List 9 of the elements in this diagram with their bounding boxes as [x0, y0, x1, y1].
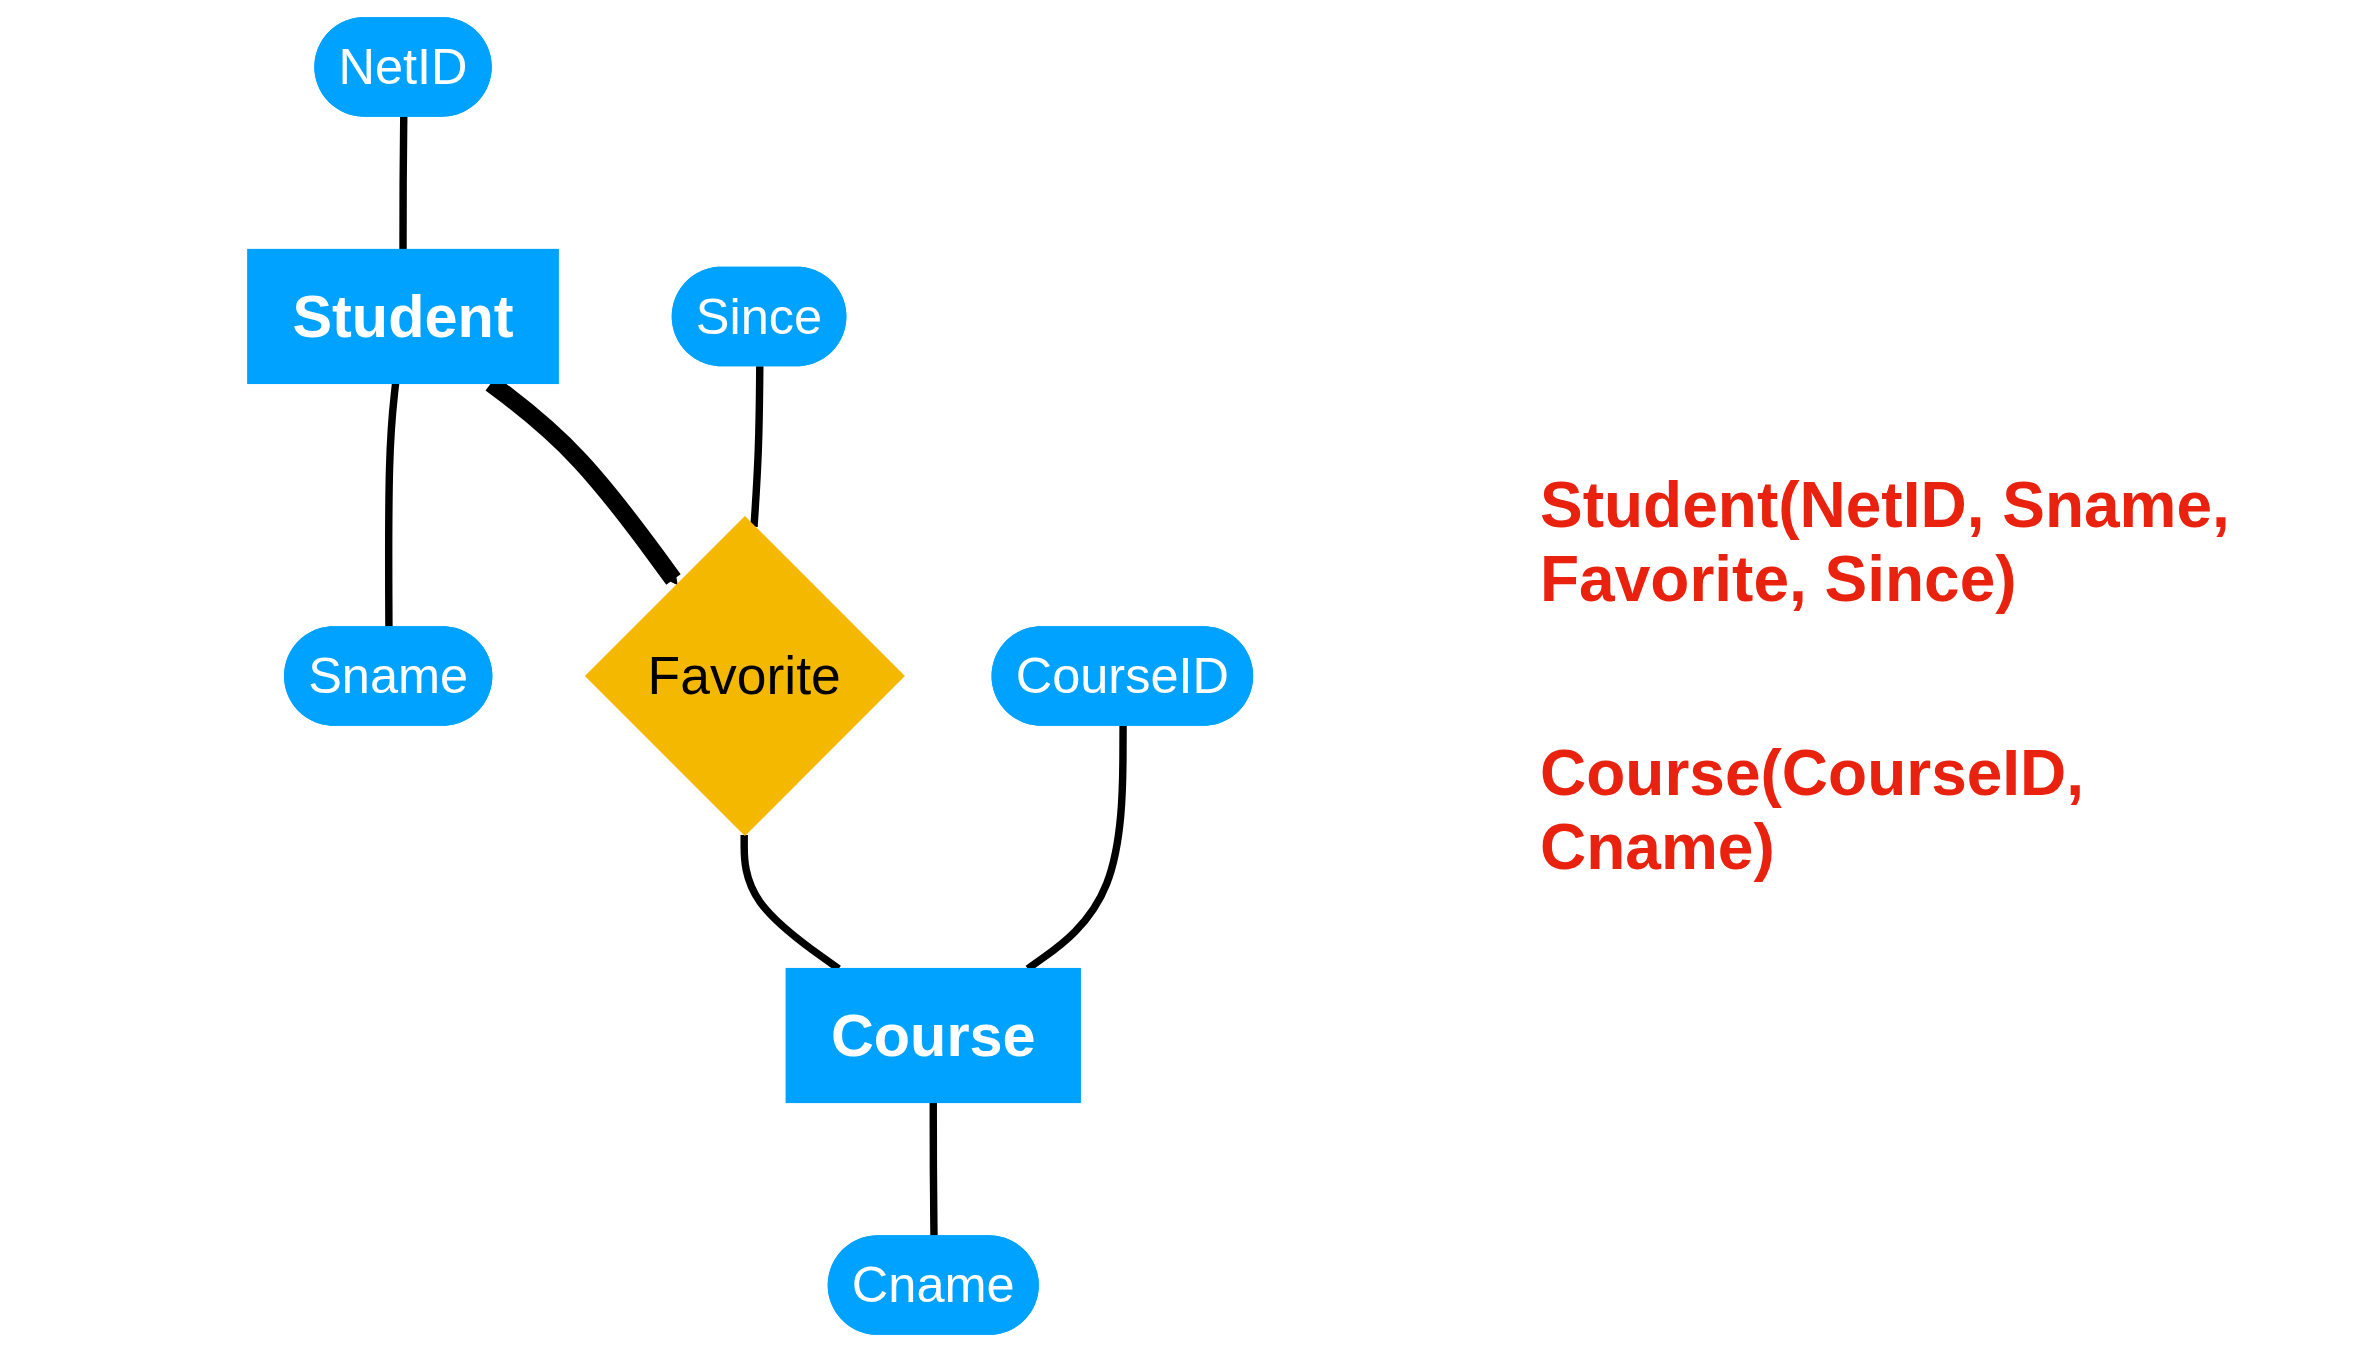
connector [384, 382, 400, 628]
connector [750, 366, 764, 528]
connector [929, 1102, 938, 1237]
node-box: Student [247, 248, 559, 385]
relation-schema-note: Course(CourseID, Cname) [1540, 736, 2086, 884]
node-diamond: Favorite [584, 515, 905, 837]
relation-schema-note: Student(NetID, Sname, Favorite, Since) [1540, 468, 2231, 616]
connector [399, 116, 408, 250]
node-box: Course [785, 967, 1081, 1104]
